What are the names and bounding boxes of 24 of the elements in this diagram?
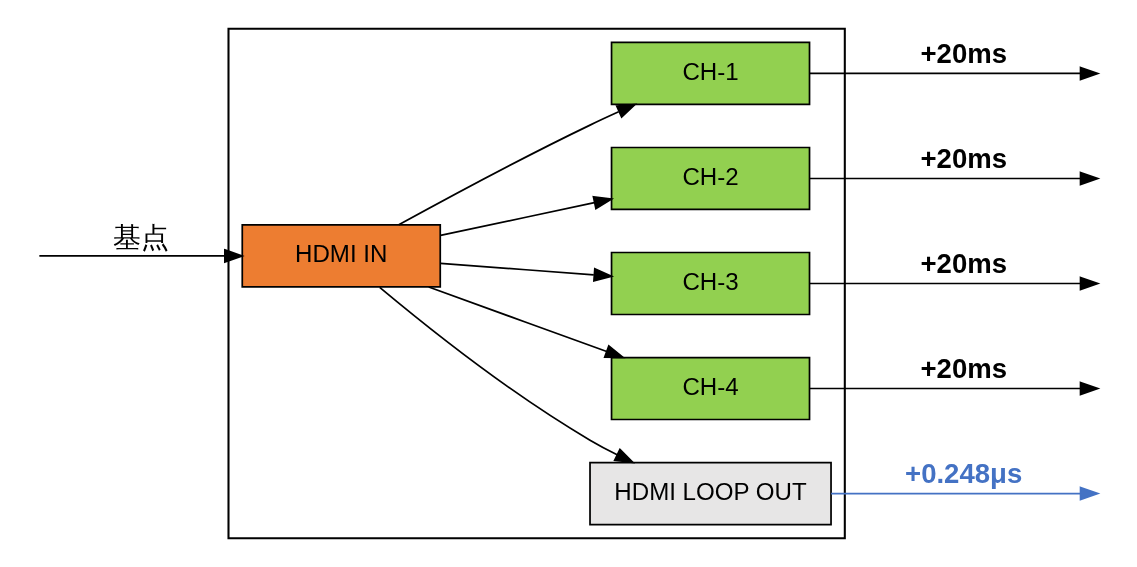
cluster bbox=[227, 27, 846, 540]
node-box: HDMI LOOP OUT bbox=[589, 461, 832, 526]
arrow bbox=[378, 286, 636, 464]
node-box: CH-1 bbox=[610, 41, 811, 106]
arrow bbox=[397, 103, 638, 226]
edge-label: +20ms bbox=[920, 247, 1008, 279]
arrow bbox=[38, 248, 245, 264]
edge-label: +20ms bbox=[920, 37, 1008, 69]
arrow bbox=[427, 286, 626, 359]
node-box: CH-2 bbox=[610, 146, 811, 211]
node-box: HDMI IN bbox=[241, 224, 442, 288]
node-box: CH-3 bbox=[610, 251, 811, 316]
edge-label: +0.248μs bbox=[905, 457, 1023, 489]
edge-label: +20ms bbox=[920, 142, 1008, 174]
arrow bbox=[439, 262, 615, 283]
arrow bbox=[439, 195, 615, 237]
arrow bbox=[808, 171, 1101, 186]
node-box: CH-4 bbox=[610, 356, 811, 421]
arrow bbox=[830, 486, 1101, 501]
arrow bbox=[808, 276, 1101, 291]
arrow bbox=[808, 381, 1101, 396]
arrow bbox=[808, 66, 1101, 81]
edge-label: 基点 bbox=[113, 222, 170, 253]
edge-label: +20ms bbox=[920, 352, 1008, 384]
